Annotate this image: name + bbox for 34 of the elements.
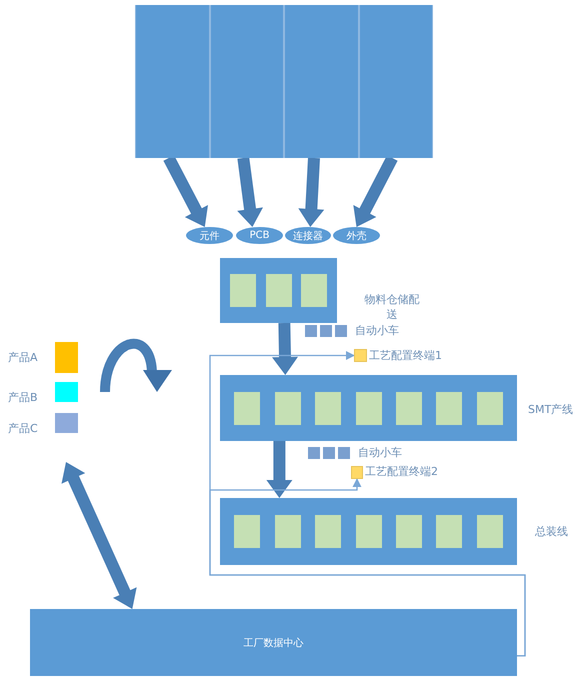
- supplier-panel: [135, 5, 210, 158]
- block-arrow: [163, 155, 208, 227]
- node-text: 工厂数据中心: [244, 636, 304, 650]
- node-caption: 总装线: [535, 524, 568, 539]
- label-text: 自动小车: [358, 445, 402, 460]
- block-arrow: [353, 155, 398, 227]
- material-ellipse: [285, 227, 331, 244]
- block-arrow: [62, 462, 137, 609]
- node-text: 元件: [200, 230, 220, 242]
- terminal-icon: [351, 466, 363, 479]
- supplier-panel: [210, 5, 284, 158]
- material-ellipse: [236, 227, 283, 244]
- label-text: 自动小车: [355, 323, 399, 338]
- block-arrow: [237, 157, 263, 227]
- node-caption: 工艺配置终端1: [369, 348, 442, 363]
- terminal-icon: [354, 349, 367, 362]
- block-arrow: [272, 322, 298, 375]
- node-caption: 工艺配置终端2: [365, 464, 438, 479]
- node-text: 外壳: [346, 230, 366, 242]
- connector-line: [209, 478, 526, 657]
- node-text: 连接器: [293, 230, 323, 242]
- node-caption: SMT产线: [528, 402, 574, 417]
- supplier-panel: [359, 5, 433, 158]
- material-ellipse: [333, 227, 380, 244]
- material-ellipse: [186, 227, 233, 244]
- legend-text: 产品A: [8, 350, 38, 365]
- data-center-box: [30, 609, 517, 676]
- block-arrow: [298, 158, 324, 227]
- node-text: PCB: [250, 230, 270, 241]
- node-caption: 物料仓储配送: [364, 292, 420, 322]
- legend-text: 产品B: [8, 390, 38, 405]
- block-arrow: [266, 441, 292, 498]
- supplier-panel: [284, 5, 359, 158]
- legend-text: 产品C: [8, 421, 38, 436]
